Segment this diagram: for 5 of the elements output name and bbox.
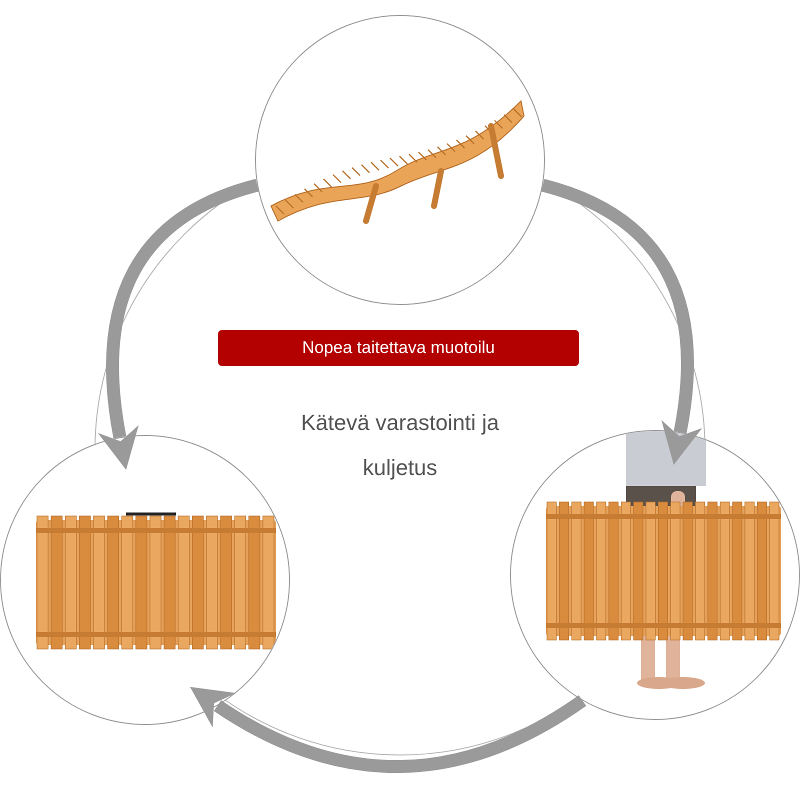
title-banner: Nopea taitettava muotoilu (218, 330, 579, 366)
curved-arrow (540, 178, 702, 466)
curved-arrow (98, 178, 260, 470)
caption-text: Kätevä varastointi ja kuljetus (300, 409, 500, 482)
curved-arrow (189, 688, 586, 773)
